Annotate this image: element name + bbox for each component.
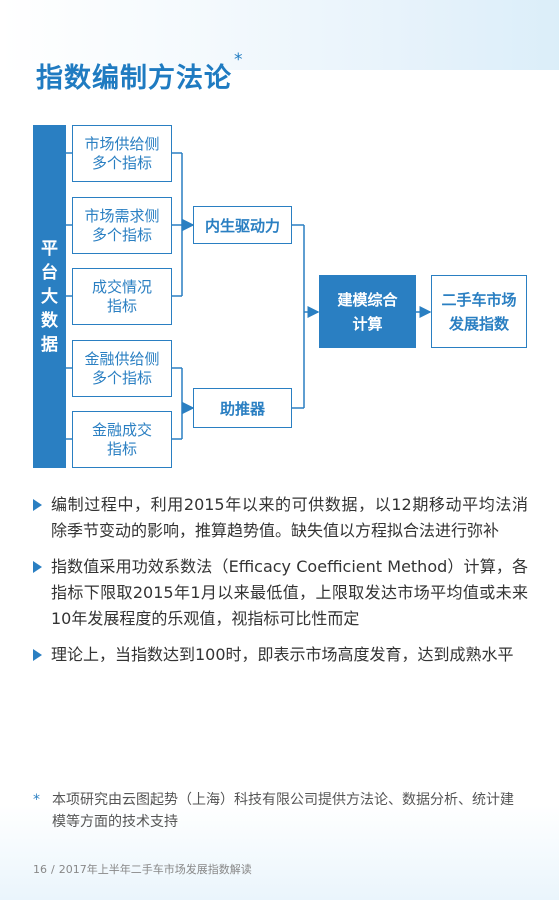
methodology-diagram: 平 台 大 数 据 市场供给侧多个指标 市场需求侧多个指标 成交情况指标 金融供… [33, 125, 527, 468]
triangle-bullet-icon [33, 561, 42, 573]
footnote: * 本项研究由云图起势（上海）科技有限公司提供方法论、数据分析、统计建模等方面的… [33, 789, 523, 833]
source-label: 成交情况 [91, 277, 152, 296]
source-box-finance-supply: 金融供给侧多个指标 [72, 340, 172, 397]
footnote-mark: * [33, 792, 40, 808]
source-label: 金融成交 [91, 420, 152, 439]
source-label: 市场需求侧 [84, 206, 160, 225]
source-label: 金融供给侧 [84, 349, 160, 368]
source-box-market-demand: 市场需求侧多个指标 [72, 197, 172, 254]
bullet-text: 理论上，当指数达到100时，即表示市场高度发育，达到成熟水平 [51, 645, 514, 664]
source-box-transactions: 成交情况指标 [72, 268, 172, 325]
index-label: 二手车市场 [441, 290, 517, 309]
bullet-item: 编制过程中，利用2015年以来的可供数据，以12期移动平均法消除季节变动的影响，… [33, 492, 528, 544]
booster-label: 助推器 [219, 399, 265, 418]
platform-char: 平 [41, 238, 58, 259]
source-box-finance-transactions: 金融成交指标 [72, 411, 172, 468]
footer-band [0, 805, 559, 900]
bullet-list: 编制过程中，利用2015年以来的可供数据，以12期移动平均法消除季节变动的影响，… [33, 492, 528, 678]
report-title: 2017年上半年二手车市场发展指数解读 [58, 863, 252, 876]
source-label: 市场供给侧 [84, 134, 160, 153]
platform-char: 大 [41, 286, 58, 307]
footer-separator: / [51, 863, 55, 876]
driver-box: 内生驱动力 [193, 206, 292, 244]
driver-label: 内生驱动力 [204, 216, 280, 235]
bullet-text: 编制过程中，利用2015年以来的可供数据，以12期移动平均法消除季节变动的影响，… [51, 495, 528, 540]
source-sublabel: 指标 [106, 439, 137, 458]
source-sublabel: 多个指标 [91, 225, 152, 244]
page-number: 16 [33, 863, 47, 876]
platform-char: 台 [41, 262, 58, 283]
bullet-item: 指数值采用功效系数法（Efficacy Coefficient Method）计… [33, 554, 528, 632]
triangle-bullet-icon [33, 649, 42, 661]
model-calculation-box: 建模综合计算 [319, 275, 416, 348]
triangle-bullet-icon [33, 499, 42, 511]
page-footer: 16 /2017年上半年二手车市场发展指数解读 [33, 861, 252, 877]
source-box-market-supply: 市场供给侧多个指标 [72, 125, 172, 182]
platform-char: 据 [41, 334, 58, 355]
platform-char: 数 [41, 310, 58, 331]
source-sublabel: 指标 [106, 296, 137, 315]
index-sublabel: 发展指数 [448, 314, 509, 333]
booster-box: 助推器 [193, 388, 292, 428]
bullet-item: 理论上，当指数达到100时，即表示市场高度发育，达到成熟水平 [33, 642, 528, 668]
platform-big-data-box: 平 台 大 数 据 [33, 125, 66, 468]
header-band [0, 0, 559, 70]
page-title: 指数编制方法论* [36, 50, 244, 95]
used-car-index-box: 二手车市场发展指数 [431, 275, 527, 348]
model-label: 建模综合 [337, 290, 398, 309]
title-footnote-mark: * [234, 50, 244, 70]
source-sublabel: 多个指标 [91, 153, 152, 172]
page-title-text: 指数编制方法论 [36, 63, 232, 94]
footnote-text: 本项研究由云图起势（上海）科技有限公司提供方法论、数据分析、统计建模等方面的技术… [52, 792, 514, 830]
bullet-text: 指数值采用功效系数法（Efficacy Coefficient Method）计… [51, 557, 528, 628]
diagram-connectors [66, 152, 432, 440]
source-sublabel: 多个指标 [91, 368, 152, 387]
model-sublabel: 计算 [352, 314, 383, 333]
